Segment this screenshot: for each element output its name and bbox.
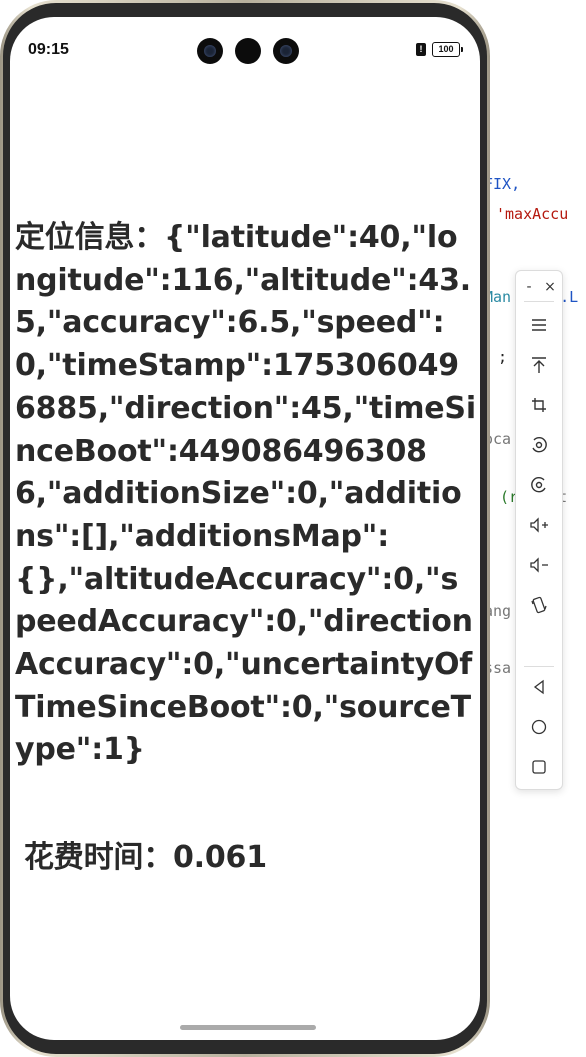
home-indicator[interactable] xyxy=(180,1025,316,1030)
recents-icon[interactable] xyxy=(524,753,554,781)
code-line: ang xyxy=(484,602,512,620)
status-icons: ! 100 xyxy=(416,42,463,57)
status-time: 09:15 xyxy=(28,41,69,58)
code-line: 'maxAccu xyxy=(496,205,569,223)
home-icon[interactable] xyxy=(524,713,554,741)
code-line: FIX, xyxy=(484,175,521,193)
toolbar-window-controls: - × xyxy=(516,277,562,297)
sensor-icon xyxy=(235,38,261,64)
alert-icon: ! xyxy=(416,43,426,56)
battery-icon: 100 xyxy=(432,42,463,57)
shake-icon[interactable] xyxy=(524,591,554,619)
phone-bezel: 09:15 ! 100 定位信息：{"latitude":40,"longitu… xyxy=(3,3,487,1054)
close-icon[interactable]: × xyxy=(544,279,556,295)
crop-icon[interactable] xyxy=(524,391,554,419)
minimize-icon[interactable]: - xyxy=(526,279,532,295)
phone-frame: 09:15 ! 100 定位信息：{"latitude":40,"longitu… xyxy=(0,0,490,1057)
toolbar-divider xyxy=(524,666,554,667)
location-info-text: 定位信息：{"latitude":40,"longitude":116,"alt… xyxy=(15,220,476,768)
rotate-right-icon[interactable] xyxy=(524,471,554,499)
status-bar: 09:15 ! 100 xyxy=(10,17,480,77)
pin-top-icon[interactable] xyxy=(524,351,554,379)
elapsed-time-text: 花费时间：0.061 xyxy=(24,840,267,875)
camera-icon xyxy=(197,38,223,64)
toolbar-divider xyxy=(524,301,554,302)
phone-screen: 09:15 ! 100 定位信息：{"latitude":40,"longitu… xyxy=(10,17,480,1040)
emulator-toolbar: - × xyxy=(515,270,563,790)
volume-down-icon[interactable] xyxy=(524,551,554,579)
code-line: ; xyxy=(498,348,508,366)
back-icon[interactable] xyxy=(524,673,554,701)
volume-up-icon[interactable] xyxy=(524,511,554,539)
rotate-left-icon[interactable] xyxy=(524,431,554,459)
code-line: ssa xyxy=(484,659,512,677)
camera-icon xyxy=(273,38,299,64)
menu-icon[interactable] xyxy=(524,311,554,339)
